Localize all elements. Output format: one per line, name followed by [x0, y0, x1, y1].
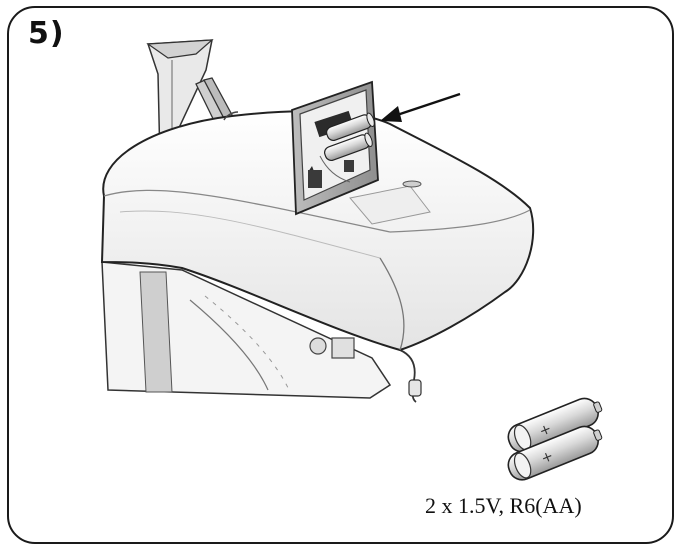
- console-shell: [100, 110, 535, 352]
- battery-holder-icon: [291, 80, 379, 216]
- pointer-arrow-icon: [380, 92, 461, 122]
- step-number: 5): [28, 16, 65, 51]
- aa-battery-icon: + +: [507, 397, 603, 481]
- svg-text:+: +: [537, 421, 554, 440]
- battery-caption: 2 x 1.5V, R6(AA): [425, 493, 582, 518]
- lower-housing: [101, 261, 422, 403]
- svg-text:+: +: [539, 448, 556, 467]
